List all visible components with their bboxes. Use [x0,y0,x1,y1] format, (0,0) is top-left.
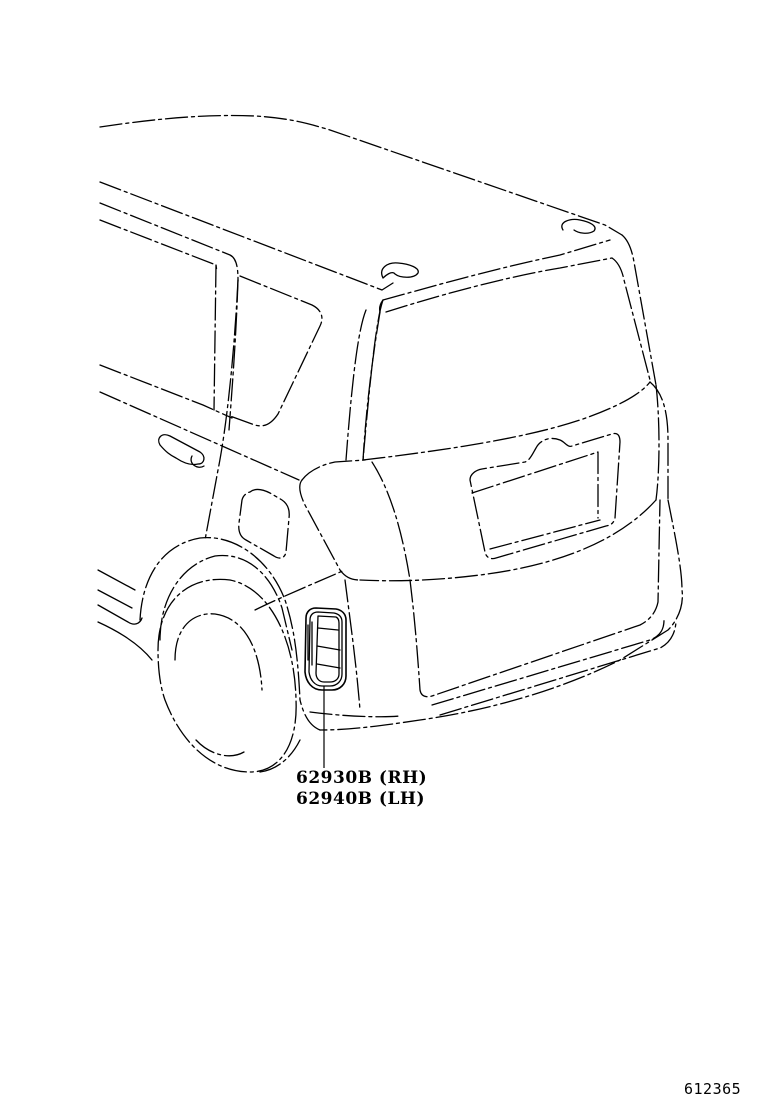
rear-bumper [299,499,684,731]
roof-outline [99,114,623,291]
door-handle [158,434,205,468]
rear-door-window [99,264,300,481]
side-sill [97,569,153,661]
license-plate-recess [469,432,621,560]
back-door-glass [362,234,657,461]
back-door-panel [359,381,669,582]
quarter-window [229,275,323,427]
rear-wheel-arch [139,536,346,701]
quarter-vent-louver[interactable] [304,607,347,691]
roof-rail-mount-left [381,262,419,279]
rear-tire [157,578,301,773]
fuel-filler-lid [238,488,290,559]
rear-combination-lamp [299,459,411,581]
diagram-id-label: 612365 [684,1080,742,1098]
roof-rail-mount-right [561,218,596,234]
part-callout-rh[interactable]: 62930B (RH) [296,768,428,788]
c-pillar [204,279,384,541]
part-callout-lh[interactable]: 62940B (LH) [296,789,426,809]
